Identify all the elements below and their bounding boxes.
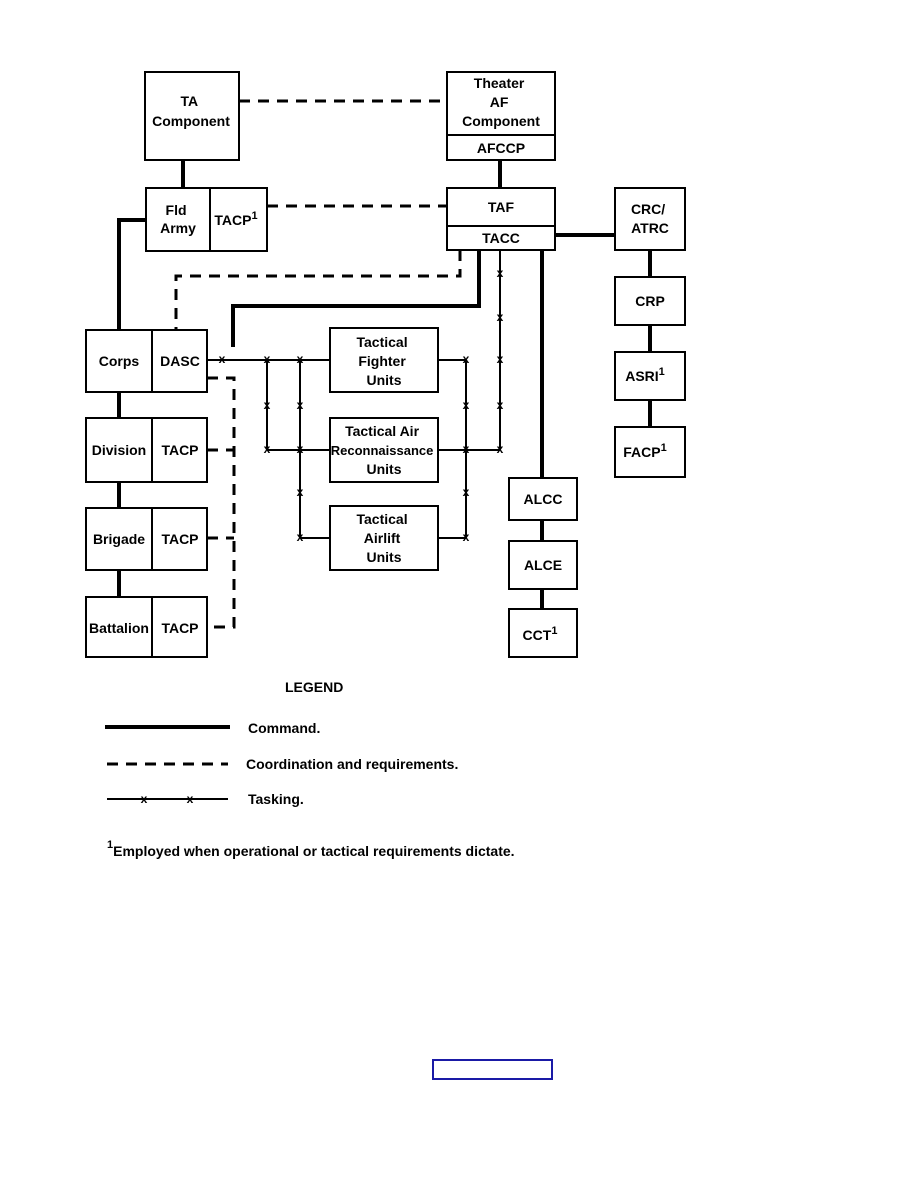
division-label: Division	[92, 442, 146, 458]
tacc-label: TACC	[482, 230, 520, 246]
asri-label: ASRI1	[625, 366, 665, 384]
tasking-mark: x	[264, 398, 271, 412]
alcc-box	[508, 477, 578, 521]
corps-box	[85, 329, 208, 393]
tactical-fighter-units-box	[329, 327, 439, 393]
tasking-mark: x	[497, 310, 504, 324]
taf-box	[446, 187, 556, 251]
tasking-lines: x x x x x x x x x x x x x x x x x x x	[207, 250, 504, 544]
tasking-mark: x	[497, 442, 504, 456]
asri-box	[614, 351, 686, 401]
afccp-label: AFCCP	[477, 140, 525, 156]
tactical-air-reconnaissance-units-label: Tactical Air Reconnaissance Units	[331, 423, 438, 477]
coordination-lines	[174, 99, 462, 629]
crp-label: CRP	[635, 293, 665, 309]
tactical-airlift-units-label: Tactical Airlift Units	[357, 511, 412, 565]
command-line-fldarmy-corps	[117, 218, 148, 332]
tasking-mark: x	[463, 352, 470, 366]
battalion-box	[85, 596, 208, 658]
fld-army-box	[145, 187, 268, 252]
crc-atrc-label: CRC/ ATRC	[631, 201, 669, 236]
tasking-mark: x	[264, 442, 271, 456]
battalion-tacp-label: TACP	[161, 620, 198, 636]
legend-tasking-mark: x	[141, 792, 148, 806]
dasc-label: DASC	[160, 353, 200, 369]
legend-command-label: Command.	[248, 720, 320, 736]
command-lines	[117, 158, 652, 611]
legend: LEGEND Command. Coordination and require…	[105, 679, 515, 859]
facp-box	[614, 426, 686, 478]
brigade-label: Brigade	[93, 531, 145, 547]
division-tacp-label: TACP	[161, 442, 198, 458]
ta-component-label: TA Component	[152, 93, 230, 129]
theater-af-component-label: Theater AF Component	[462, 75, 540, 129]
fld-army-label: Fld Army	[160, 202, 196, 236]
tasking-mark: x	[297, 485, 304, 499]
ta-component-box	[144, 71, 240, 161]
alcc-label: ALCC	[524, 491, 563, 507]
command-line-tacc-dasc	[231, 248, 481, 347]
battalion-label: Battalion	[89, 620, 149, 636]
tactical-fighter-units-label: Tactical Fighter Units	[357, 334, 412, 388]
tasking-mark: x	[463, 442, 470, 456]
crp-box	[614, 276, 686, 326]
coordination-line-tacc-dasc	[174, 250, 462, 330]
corps-label: Corps	[99, 353, 140, 369]
legend-tasking-mark: x	[187, 792, 194, 806]
page-navigation-link[interactable]	[432, 1059, 553, 1080]
tasking-mark: x	[463, 398, 470, 412]
brigade-box	[85, 507, 208, 571]
brigade-tacp-label: TACP	[161, 531, 198, 547]
theater-af-component-box	[446, 71, 556, 161]
crc-atrc-box	[614, 187, 686, 251]
footnote-text: 1Employed when operational or tactical r…	[107, 839, 515, 859]
cct-label: CCT1	[523, 625, 558, 643]
cct-box	[508, 608, 578, 658]
taf-label: TAF	[488, 199, 515, 215]
tactical-airlift-units-box	[329, 505, 439, 571]
legend-title: LEGEND	[285, 679, 343, 695]
tasking-mark: x	[463, 530, 470, 544]
division-box	[85, 417, 208, 483]
alce-box	[508, 540, 578, 590]
tasking-mark: x	[297, 530, 304, 544]
tasking-mark: x	[297, 352, 304, 366]
tasking-mark: x	[264, 352, 271, 366]
legend-coordination-label: Coordination and requirements.	[246, 756, 458, 772]
tasking-mark: x	[497, 266, 504, 280]
tasking-mark: x	[497, 352, 504, 366]
alce-label: ALCE	[524, 557, 562, 573]
tasking-mark: x	[463, 485, 470, 499]
tasking-mark: x	[297, 442, 304, 456]
tactical-air-reconnaissance-units-box	[329, 417, 439, 483]
tasking-mark: x	[219, 352, 226, 366]
tasking-mark: x	[297, 398, 304, 412]
fld-army-tacp-label: TACP1	[214, 210, 257, 228]
coordination-line-tacp-column	[207, 376, 236, 629]
tasking-mark: x	[497, 398, 504, 412]
legend-tasking-label: Tasking.	[248, 791, 304, 807]
diagram-boxes: TA Component Theater AF Component AFCCP …	[85, 71, 686, 658]
tasking-marks: x x x x x x x x x x x x x x x x x x x	[219, 266, 504, 544]
facp-label: FACP1	[623, 442, 666, 460]
